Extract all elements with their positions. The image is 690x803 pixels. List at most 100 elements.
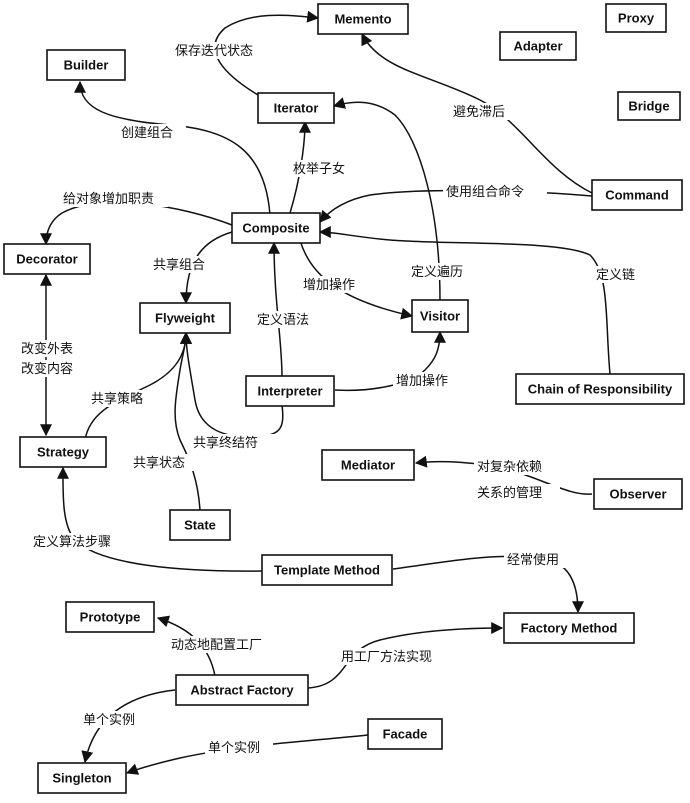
- node-flyweight: Flyweight: [139, 302, 231, 334]
- node-builder: Builder: [46, 49, 126, 81]
- label-define-chain: 定义链: [593, 266, 647, 283]
- svg-text:Mediator: Mediator: [341, 458, 395, 473]
- svg-text:动态地配置工厂: 动态地配置工厂: [171, 638, 262, 653]
- edge-interpreter-to-composite: [268, 241, 283, 378]
- svg-text:增加操作: 增加操作: [303, 277, 355, 293]
- label-single-instance-af: 单个实例: [80, 711, 148, 728]
- node-abstract-factory: Abstract Factory: [175, 674, 309, 706]
- node-factory-method: Factory Method: [503, 612, 635, 644]
- node-composite: Composite: [231, 212, 321, 244]
- svg-text:单个实例: 单个实例: [208, 741, 260, 756]
- svg-text:Composite: Composite: [242, 221, 309, 236]
- svg-text:单个实例: 单个实例: [83, 713, 135, 728]
- node-chain-of-responsibility: Chain of Responsibility: [515, 373, 685, 405]
- svg-text:共享策略: 共享策略: [91, 391, 143, 407]
- label-share-states: 共享状态: [130, 454, 198, 471]
- label-add-operation-visitor: 增加操作: [300, 276, 368, 293]
- node-command: Command: [591, 179, 683, 211]
- svg-text:Factory Method: Factory Method: [521, 621, 618, 636]
- svg-text:定义语法: 定义语法: [257, 313, 309, 328]
- svg-text:Strategy: Strategy: [37, 445, 90, 460]
- svg-text:Bridge: Bridge: [628, 99, 669, 114]
- node-state: State: [169, 509, 231, 541]
- node-prototype: Prototype: [65, 601, 155, 633]
- node-decorator: Decorator: [3, 243, 91, 275]
- edge-interpreter-to-flyweight: [180, 331, 284, 438]
- node-adapter: Adapter: [499, 31, 577, 61]
- svg-text:给对象增加职责: 给对象增加职责: [63, 192, 154, 207]
- label-avoid-lag: 避免滞后: [450, 103, 518, 120]
- svg-text:Observer: Observer: [609, 487, 666, 502]
- svg-text:Singleton: Singleton: [52, 771, 111, 786]
- edge-abstract-factory-to-factory-method: [307, 622, 504, 689]
- edge-template-to-strategy: [56, 466, 263, 572]
- label-add-responsibility: 给对象增加职责: [60, 190, 168, 207]
- edge-labels: 保存迭代状态 避免滞后 创建组合 枚举子女 给对象增加职责 使用组合命令 共享组…: [18, 42, 647, 756]
- node-proxy: Proxy: [605, 3, 667, 33]
- label-use-composite-command: 使用组合命令: [443, 183, 547, 200]
- node-template-method: Template Method: [261, 554, 393, 586]
- node-iterator: Iterator: [257, 92, 335, 124]
- svg-text:增加操作: 增加操作: [396, 373, 448, 389]
- svg-text:共享组合: 共享组合: [153, 257, 205, 273]
- svg-text:Prototype: Prototype: [80, 610, 141, 625]
- svg-text:枚举子女: 枚举子女: [293, 161, 345, 177]
- label-share-strategies: 共享策略: [88, 390, 156, 407]
- svg-text:定义遍历: 定义遍历: [411, 264, 463, 280]
- label-configure-factory: 动态地配置工厂: [168, 636, 278, 653]
- label-complex-dependency-2: 关系的管理: [474, 484, 560, 501]
- label-enumerate-children: 枚举子女: [290, 160, 358, 177]
- edge-chain-to-composite: [318, 226, 611, 375]
- node-memento: Memento: [317, 3, 409, 35]
- svg-text:Command: Command: [605, 188, 669, 203]
- svg-text:Visitor: Visitor: [420, 309, 460, 324]
- label-define-traversal: 定义遍历: [408, 263, 476, 280]
- node-singleton: Singleton: [37, 762, 127, 794]
- edge-interpreter-to-visitor: [334, 330, 446, 392]
- edge-strategy-to-flyweight: [84, 331, 192, 441]
- node-interpreter: Interpreter: [245, 375, 335, 407]
- edge-abstract-factory-to-singleton: [81, 689, 176, 764]
- svg-text:Facade: Facade: [383, 727, 428, 742]
- svg-text:Interpreter: Interpreter: [257, 384, 322, 399]
- svg-text:共享终结符: 共享终结符: [193, 435, 258, 451]
- node-facade: Facade: [367, 718, 443, 750]
- svg-text:定义链: 定义链: [596, 268, 635, 283]
- svg-text:State: State: [184, 518, 216, 533]
- svg-text:共享状态: 共享状态: [133, 455, 185, 471]
- svg-text:Decorator: Decorator: [16, 252, 77, 267]
- svg-text:Memento: Memento: [334, 12, 391, 27]
- svg-text:关系的管理: 关系的管理: [477, 485, 542, 501]
- node-visitor: Visitor: [411, 299, 469, 333]
- svg-text:改变内容: 改变内容: [21, 361, 73, 377]
- svg-text:对复杂依赖: 对复杂依赖: [477, 460, 542, 475]
- svg-text:Template Method: Template Method: [274, 563, 380, 578]
- label-complex-dependency: 对复杂依赖: [474, 458, 560, 475]
- label-implement-using: 用工厂方法实现: [338, 648, 450, 665]
- edge-iterator-to-memento: [214, 10, 320, 96]
- label-change-skin: 改变外表: [18, 340, 86, 357]
- label-create-composite: 创建组合: [118, 124, 186, 141]
- svg-text:Proxy: Proxy: [618, 11, 655, 26]
- nodes: Memento Proxy Builder Adapter Iterator B…: [3, 3, 685, 794]
- label-define-grammar: 定义语法: [254, 311, 322, 328]
- label-share-terminals: 共享终结符: [190, 434, 274, 451]
- label-define-algorithm-steps: 定义算法步骤: [30, 533, 130, 550]
- svg-text:Chain of Responsibility: Chain of Responsibility: [528, 382, 673, 397]
- svg-text:定义算法步骤: 定义算法步骤: [33, 535, 111, 550]
- label-single-instance-facade: 单个实例: [205, 739, 273, 756]
- svg-text:改变外表: 改变外表: [21, 341, 73, 357]
- edge-command-to-memento: [361, 32, 593, 194]
- node-bridge: Bridge: [617, 91, 681, 121]
- edge-state-to-flyweight: [174, 331, 201, 511]
- label-share-composite: 共享组合: [150, 256, 218, 273]
- svg-text:Flyweight: Flyweight: [155, 311, 216, 326]
- node-observer: Observer: [593, 478, 683, 510]
- svg-text:保存迭代状态: 保存迭代状态: [175, 44, 253, 59]
- svg-text:Abstract Factory: Abstract Factory: [190, 683, 294, 698]
- label-change-guts: 改变内容: [18, 360, 86, 377]
- label-save-iteration-state: 保存迭代状态: [172, 42, 280, 59]
- edge-visitor-to-iterator: [332, 97, 441, 301]
- edge-composite-to-decorator: [40, 201, 233, 246]
